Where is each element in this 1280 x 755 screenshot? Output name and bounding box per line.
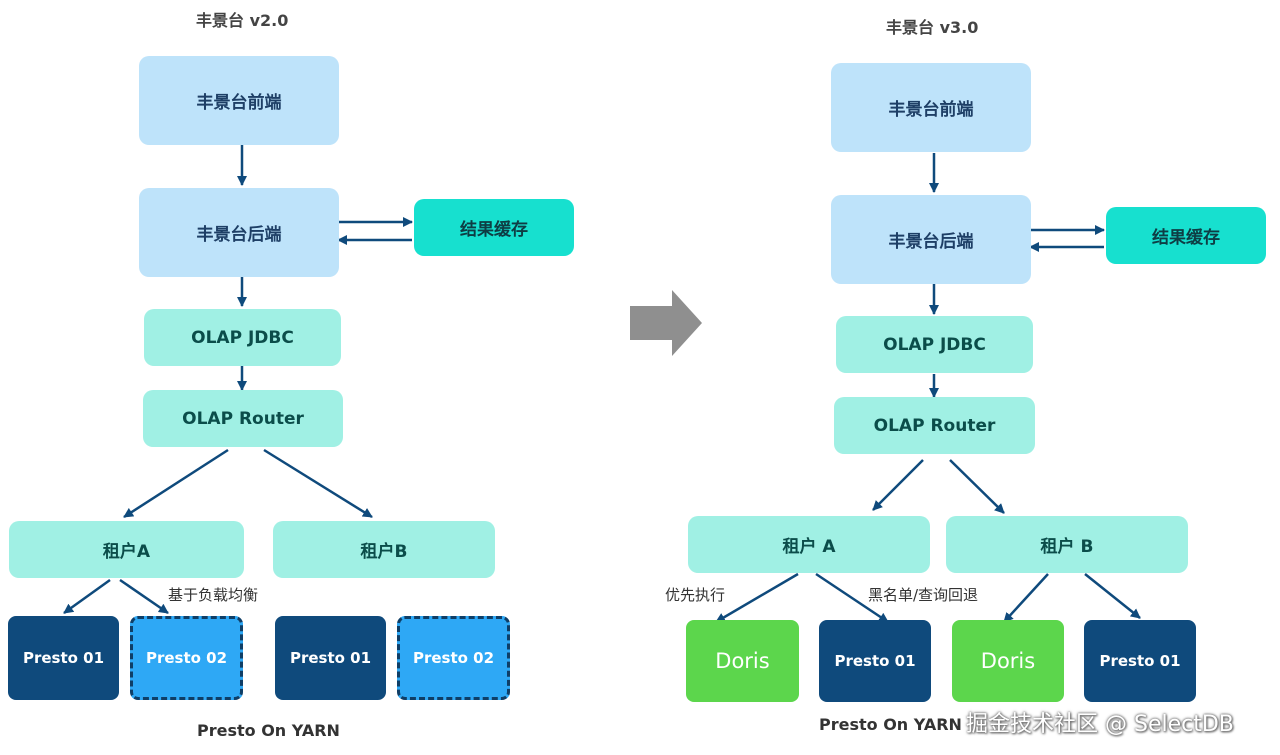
doris-b-box: Doris <box>952 620 1064 702</box>
jdbc-box-v3: OLAP JDBC <box>836 316 1033 373</box>
arrow-router-to-tenant-a-left <box>123 448 229 519</box>
doris-b-label: Doris <box>980 649 1036 673</box>
jdbc-box-v2: OLAP JDBC <box>144 309 341 366</box>
presto-b1-label-v2: Presto 01 <box>289 649 372 667</box>
footer-label-v3: Presto On YARN <box>819 715 962 734</box>
arrow-router-to-tenant-b-left <box>263 448 373 519</box>
backend-label-v2: 丰景台后端 <box>196 225 282 245</box>
router-label-v2: OLAP Router <box>182 408 304 429</box>
doris-a-box: Doris <box>686 620 799 702</box>
tenant-b-label-v2: 租户B <box>360 542 408 562</box>
presto-b-label-v3: Presto 01 <box>1099 652 1181 670</box>
presto-a-box-v3: Presto 01 <box>819 620 931 702</box>
cache-label-v3: 结果缓存 <box>1152 228 1220 248</box>
arrow-tenant-b-to-presto-right <box>1084 573 1141 619</box>
cache-label-v2: 结果缓存 <box>460 220 528 240</box>
backend-box-v2: 丰景台后端 <box>139 188 339 277</box>
router-box-v3: OLAP Router <box>834 397 1035 454</box>
jdbc-label-v3: OLAP JDBC <box>883 334 986 355</box>
arrow-tenant-a-to-presto-right <box>815 572 889 624</box>
arrow-tenant-b-to-doris-right <box>1003 573 1049 623</box>
footer-label-v2: Presto On YARN <box>197 721 340 740</box>
tenant-a-label-v2: 租户A <box>102 542 151 562</box>
cache-box-v2: 结果缓存 <box>414 199 574 256</box>
presto-a2-box-v2: Presto 02 <box>130 616 243 700</box>
frontend-box-v3: 丰景台前端 <box>831 63 1031 152</box>
tenant-b-box-v2: 租户B <box>273 521 495 578</box>
arrow-router-to-tenant-a-right <box>872 459 924 511</box>
tenant-a-label-v3: 租户 A <box>782 537 836 557</box>
load-balance-note: 基于负载均衡 <box>168 586 259 604</box>
cache-box-v3: 结果缓存 <box>1106 207 1266 264</box>
transition-arrow <box>630 290 702 356</box>
router-label-v3: OLAP Router <box>873 415 996 436</box>
tenant-b-label-v3: 租户 B <box>1040 537 1094 557</box>
tenant-b-box-v3: 租户 B <box>946 516 1188 573</box>
backend-label-v3: 丰景台后端 <box>888 232 974 252</box>
presto-b1-box-v2: Presto 01 <box>275 616 386 700</box>
tenant-a-box-v3: 租户 A <box>688 516 930 573</box>
presto-a1-label-v2: Presto 01 <box>22 649 105 667</box>
fallback-note: 黑名单/查询回退 <box>868 586 979 604</box>
router-box-v2: OLAP Router <box>143 390 343 447</box>
presto-b2-label-v2: Presto 02 <box>412 649 495 667</box>
arrow-tenant-a-to-presto01-left <box>63 578 111 615</box>
diagram-title-v2: 丰景台 v2.0 <box>196 11 289 30</box>
priority-note: 优先执行 <box>665 586 726 604</box>
arrow-router-to-tenant-b-right <box>949 459 1005 514</box>
presto-a-label-v3: Presto 01 <box>834 652 916 670</box>
frontend-label-v2: 丰景台前端 <box>196 93 282 113</box>
presto-a2-label-v2: Presto 02 <box>145 649 228 667</box>
backend-box-v3: 丰景台后端 <box>831 195 1031 284</box>
frontend-box-v2: 丰景台前端 <box>139 56 339 145</box>
doris-a-label: Doris <box>715 649 770 673</box>
jdbc-label-v2: OLAP JDBC <box>191 327 294 348</box>
tenant-a-box-v2: 租户A <box>9 521 244 578</box>
frontend-label-v3: 丰景台前端 <box>888 100 974 120</box>
presto-b2-box-v2: Presto 02 <box>397 616 510 700</box>
presto-a1-box-v2: Presto 01 <box>8 616 119 700</box>
watermark-text: 掘金技术社区 @ SelectDB <box>966 712 1234 737</box>
diagram-title-v3: 丰景台 v3.0 <box>886 18 979 37</box>
presto-b-box-v3: Presto 01 <box>1084 620 1196 702</box>
arrow-tenant-a-to-doris-right <box>715 572 799 624</box>
arrow-tenant-a-to-presto02-left <box>119 578 169 615</box>
